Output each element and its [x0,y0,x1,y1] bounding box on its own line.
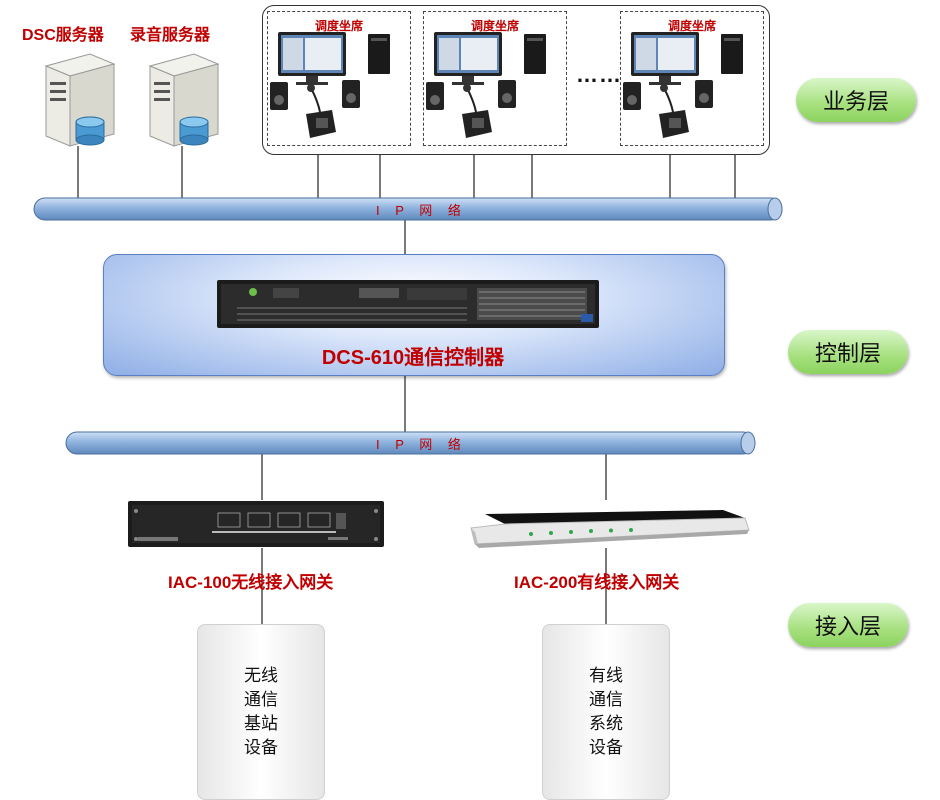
wireless-device-box: 无线通信基站设备 [197,624,325,800]
iac100-device-icon [128,501,384,547]
ip-network-pipe-top [33,197,783,221]
layer-control: 控制层 [788,330,908,374]
controller-label: DCS-610通信控制器 [321,347,505,369]
iac200-device-icon [470,510,750,548]
iac200-label: IAC-200有线接入网关 [514,573,680,592]
layer-business: 业务层 [796,78,916,122]
record-server-label: 录音服务器 [130,27,211,44]
wireless-device-label: 无线通信基站设备 [244,666,278,758]
wired-device-label: 有线通信系统设备 [589,666,623,758]
seat-title: 调度坐席 [667,19,716,33]
record-server-icon [148,53,220,147]
seat-title: 调度坐席 [314,19,363,33]
dsc-server-icon [44,53,116,147]
iac100-label: IAC-100无线接入网关 [168,573,334,592]
controller-server-icon [217,280,599,328]
ip-network-pipe-bottom [65,431,756,455]
workstation-1-icon [270,32,390,138]
ip-network-label-bottom: I P 网 络 [376,437,467,452]
seat-title: 调度坐席 [470,19,519,33]
workstation-3-icon [623,32,743,138]
layer-access: 接入层 [788,603,908,647]
ip-network-label-top: I P 网 络 [376,203,467,218]
dsc-server-label: DSC服务器 [22,27,104,44]
wired-device-box: 有线通信系统设备 [542,624,670,800]
workstation-2-icon [426,32,546,138]
seat-ellipsis: …… [576,62,622,87]
